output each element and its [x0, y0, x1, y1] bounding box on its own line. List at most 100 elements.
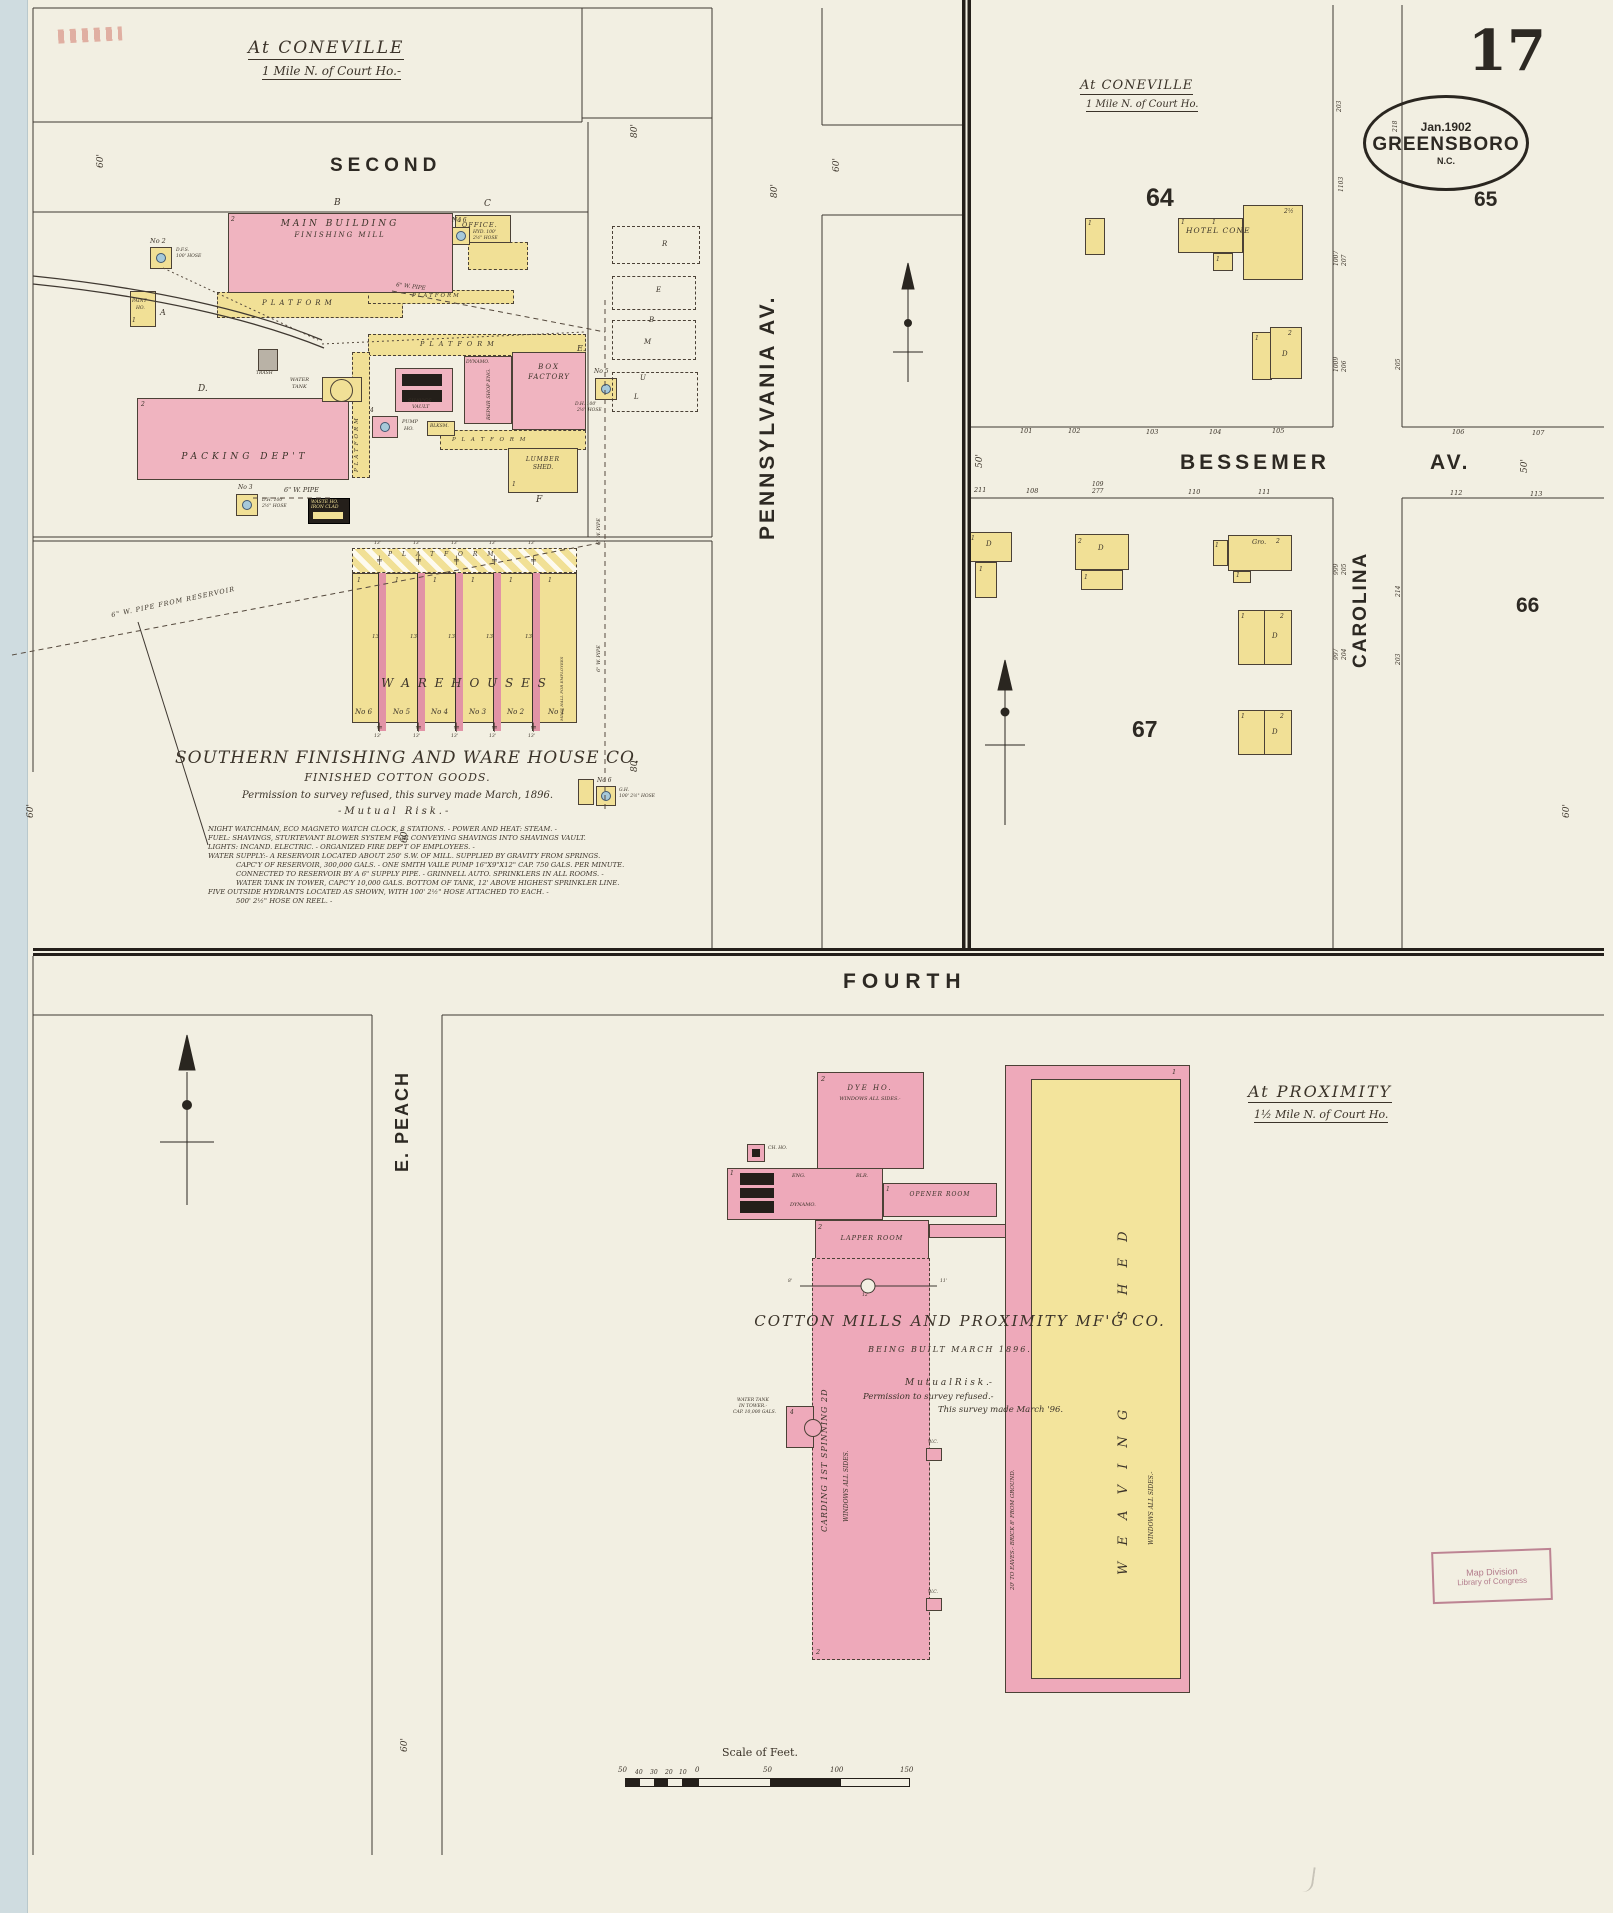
ch-house-core — [752, 1149, 760, 1157]
grocery-67-ell — [1233, 571, 1251, 583]
car-lot: 1007 — [1333, 250, 1340, 266]
mark-13: 13 — [372, 634, 379, 640]
lumber-pile — [612, 276, 696, 310]
opening-13: 13' — [528, 541, 535, 546]
riser-icon: ╪ — [531, 723, 536, 732]
lot-109: 109 — [1092, 481, 1104, 488]
hyd7-note2: 100' 2½" HOSE — [619, 794, 655, 799]
street-second: SECOND — [330, 155, 442, 176]
hydrant-2-icon — [156, 253, 166, 263]
boiler-gap — [740, 1185, 774, 1188]
pump-label: PUMP — [402, 419, 418, 425]
packing-dept — [137, 398, 349, 480]
wh-no1: No 1 — [548, 708, 566, 716]
hydrant-3-icon — [242, 500, 252, 510]
scale-seg — [654, 1779, 668, 1786]
car-lot: 997 — [1333, 648, 1340, 660]
lot-111: 111 — [1258, 488, 1271, 496]
opening-13: 13' — [413, 734, 420, 739]
tank-label3: CAP. 10,000 GALS. — [733, 1410, 777, 1415]
mark-1: 1 — [458, 217, 462, 224]
paint-label2: HO. — [136, 306, 145, 311]
being-built: BEING BUILT MARCH 1896. — [868, 1345, 1032, 1354]
hyd2-note2: 100' HOSE — [176, 254, 202, 259]
scale-num: 10 — [679, 1769, 687, 1776]
scale-seg — [682, 1779, 698, 1786]
opening-13: 13' — [489, 734, 496, 739]
scale-num: 100 — [830, 1766, 844, 1774]
risk-line: FUEL: SHAVINGS, STURTEVANT BLOWER SYSTEM… — [208, 834, 586, 842]
risk-line: CAPC'Y OF RESERVOIR, 300,000 GALS. - ONE… — [236, 861, 625, 869]
mark-1: 1 — [1172, 1068, 1177, 1076]
hydrant-6-icon — [456, 231, 466, 241]
car-lot: 206 — [1341, 360, 1348, 372]
cotton-mills-title: COTTON MILLS AND PROXIMITY MF'G CO. — [754, 1312, 1166, 1330]
mark-d: D — [986, 540, 992, 548]
firewall — [378, 573, 386, 731]
scale-title: Scale of Feet. — [722, 1746, 798, 1759]
scale-seg — [668, 1779, 682, 1786]
oval-date: Jan.1902 — [1420, 120, 1472, 134]
hotel-cone-ell — [1213, 253, 1233, 271]
risk-line: 500' 2½" HOSE ON REEL. - — [236, 897, 333, 905]
mark-2: 2 — [1288, 330, 1292, 337]
paint-label: PAINT — [132, 299, 147, 304]
platform-office — [468, 242, 528, 270]
north-arrow-icon — [985, 659, 1025, 825]
platform-label: P L A T F O R M — [452, 437, 528, 443]
water-tank-label: WATER — [290, 377, 309, 383]
lot-105: 105 — [1272, 427, 1285, 435]
car-lot: 1009 — [1333, 356, 1340, 372]
riser-icon: ╪ — [492, 556, 497, 565]
mark-2: 2 — [821, 1075, 826, 1083]
wc-box — [926, 1448, 942, 1461]
lumber-letter: M — [644, 338, 652, 346]
mark-11ft: 11' — [940, 1279, 947, 1284]
mark-1: 1 — [1236, 572, 1240, 579]
mark-1: 1 — [979, 566, 983, 573]
tank-label: WATER TANK — [737, 1398, 769, 1403]
house-67a-ell — [975, 562, 997, 598]
repair-shop — [464, 356, 512, 424]
mark-d: D — [1098, 544, 1104, 552]
house-66a-wall — [1264, 610, 1265, 665]
prox-risk: M u t u a l R i s k .- — [905, 1378, 992, 1388]
mark-1: 1 — [971, 535, 975, 542]
main-building-label2: FINISHING MILL — [294, 231, 386, 239]
car-lot: 1103 — [1338, 176, 1345, 192]
opening-13: 13' — [528, 734, 535, 739]
wh-platform-label: P L A T F O R M — [388, 551, 498, 558]
wc-label: W.C. — [928, 1590, 938, 1595]
mark-d: D — [1272, 632, 1278, 640]
waste-house-inner — [313, 512, 343, 519]
firewall — [532, 573, 540, 731]
lot-107: 107 — [1532, 429, 1545, 437]
car-lot: 205 — [1395, 358, 1402, 370]
mark-12: 12 — [862, 1293, 868, 1298]
scale-bar — [625, 1778, 910, 1787]
scale-num: 50 — [763, 1766, 772, 1774]
lot-106: 106 — [1452, 428, 1465, 436]
block-64: 64 — [1146, 184, 1174, 212]
street-carolina: CAROLINA — [1350, 551, 1371, 668]
hyd7-no: No 6 — [597, 777, 612, 784]
mark-1: 1 — [357, 577, 361, 584]
opening-13: 13' — [374, 541, 381, 546]
blr-label: BLR. — [856, 1173, 869, 1179]
mark-1: 1 — [1084, 574, 1088, 581]
grocery-67-l — [1213, 540, 1228, 566]
header-proximity-title: At PROXIMITY — [1248, 1082, 1393, 1103]
lot-104: 104 — [1209, 428, 1222, 436]
opening-13: 13' — [489, 541, 496, 546]
lapper-room-label: LAPPER ROOM — [840, 1234, 904, 1242]
mark-2: 2 — [1078, 538, 1082, 545]
firewall — [417, 573, 425, 731]
riser-icon: ╪ — [377, 556, 382, 565]
mark-1: 1 — [886, 1186, 890, 1193]
lumber-pile — [612, 372, 698, 412]
mark-13: 13 — [410, 634, 417, 640]
riser-icon: ╪ — [454, 723, 459, 732]
lumber-letter: L — [634, 393, 639, 401]
hydrant-7-icon — [601, 791, 611, 801]
